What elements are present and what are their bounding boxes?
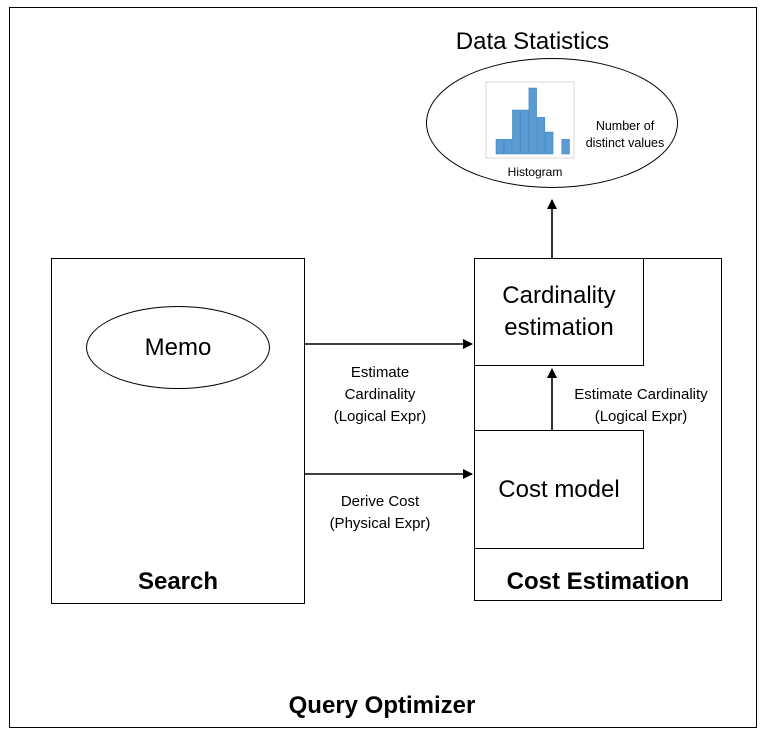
cardinality-line2: estimation [504,314,614,341]
histogram-bar [528,87,537,155]
histogram-bar [512,109,521,155]
edge-inner-estimate-line2: (Logical Expr) [594,408,688,425]
memo-label: Memo [144,333,212,361]
ndv-label-line1: Number of [595,119,655,133]
search-label: Search [137,568,219,595]
memo-ellipse: Memo [86,306,270,389]
cardinality-estimation-box: Cardinality estimation [474,258,644,366]
cost-model-label: Cost model [498,476,620,503]
data-statistics-title: Data Statistics [455,28,610,55]
histogram-label: Histogram [507,165,563,179]
edge-derive-line1: Derive Cost [340,493,420,510]
cost-model-box: Cost model [474,430,644,549]
ndv-label-line2: distinct values [585,136,665,150]
histogram-bar [520,109,529,155]
edge-estimate-line3: (Logical Expr) [333,408,427,425]
cardinality-line1: Cardinality [502,282,616,309]
edge-estimate-line2: Cardinality [344,386,416,403]
cost-estimation-label: Cost Estimation [506,568,690,595]
histogram-bar [536,117,546,155]
histogram-bar [561,139,570,155]
edge-inner-estimate-line1: Estimate Cardinality [574,386,708,403]
histogram-bar [503,139,513,155]
edge-derive-line2: (Physical Expr) [329,515,431,532]
edge-estimate-line1: Estimate [350,364,410,381]
query-optimizer-label: Query Optimizer [288,692,476,719]
histogram-bar [495,139,504,155]
histogram-bar [545,131,554,155]
